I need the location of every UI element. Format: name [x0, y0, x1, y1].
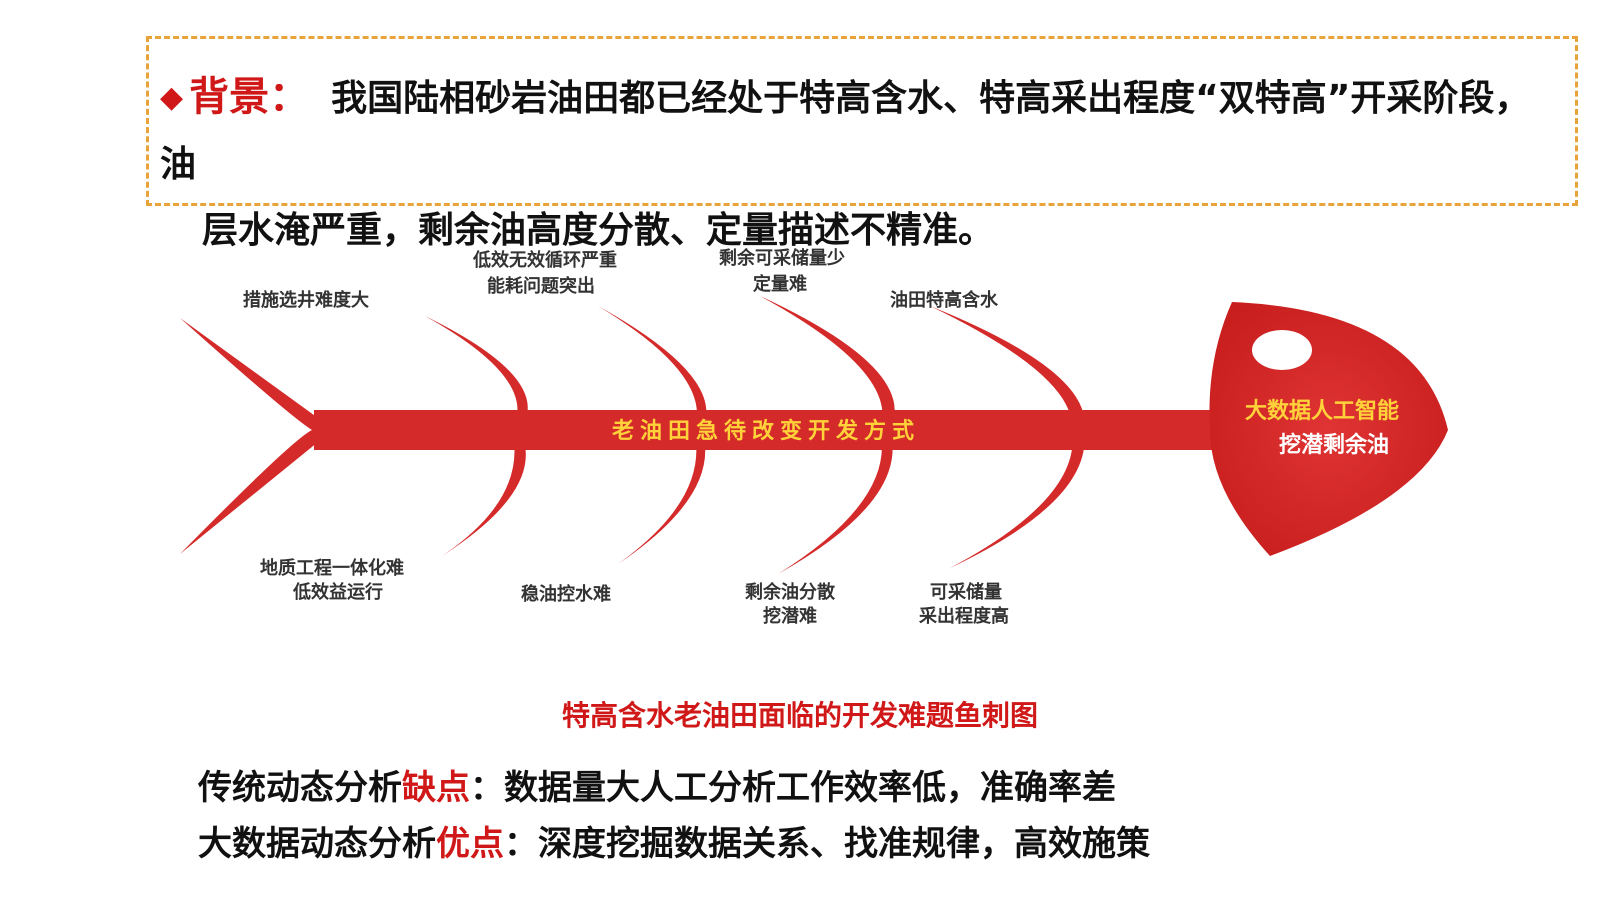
upper-cause-1: 措施选井难度大 [243, 289, 369, 311]
note-bigdata: 大数据动态分析优点：深度挖掘数据关系、找准规律，高效施策 [198, 816, 1150, 865]
upper-cause-2-line-2: 能耗问题突出 [487, 275, 595, 297]
fish-ribs [425, 296, 1085, 574]
note-1-highlight: 缺点 [402, 768, 470, 808]
fish-eye [1252, 330, 1312, 370]
upper-cause-4: 油田特高含水 [890, 289, 999, 311]
note-2-prefix: 大数据动态分析 [198, 824, 436, 864]
upper-cause-2-line-1: 低效无效循环严重 [472, 249, 617, 271]
background-line-1: ◆背景：我国陆相砂岩油田都已经处于特高含水、特高采出程度“双特高”开采阶段，油 [160, 64, 1560, 198]
head-label-line-1: 大数据人工智能 [1245, 398, 1399, 424]
background-box [146, 36, 1578, 206]
lower-cause-1-line-2: 低效益运行 [292, 581, 383, 603]
fish-spine [314, 410, 1214, 450]
fish-head [1209, 302, 1448, 556]
background-text-1: 我国陆相砂岩油田都已经处于特高含水、特高采出程度“双特高”开采阶段，油 [160, 78, 1531, 185]
head-label-line-2: 挖潜剩余油 [1279, 432, 1389, 458]
diagram-caption: 特高含水老油田面临的开发难题鱼刺图 [561, 699, 1038, 732]
rib-3 [760, 296, 895, 574]
rib-2 [598, 306, 707, 564]
spine-label: 老油田急待改变开发方式 [611, 418, 920, 444]
note-1-prefix: 传统动态分析 [198, 768, 402, 808]
note-1-suffix: ：数据量大人工分析工作效率低，准确率差 [470, 768, 1116, 808]
background-line-2: 层水淹严重，剩余油高度分散、定量描述不精准。 [160, 198, 1560, 264]
upper-cause-3-line-2: 定量难 [753, 273, 807, 295]
note-2-suffix: ：深度挖掘数据关系、找准规律，高效施策 [504, 824, 1150, 864]
lower-cause-1-line-1: 地质工程一体化难 [260, 557, 404, 579]
lower-cause-4-line-1: 可采储量 [930, 581, 1002, 603]
upper-cause-3-line-1: 剩余可采储量少 [719, 247, 845, 269]
diamond-bullet-icon: ◆ [160, 80, 184, 115]
rib-4 [930, 306, 1085, 568]
note-2-highlight: 优点 [436, 824, 504, 864]
fish-tail [180, 318, 318, 554]
background-label: 背景： [189, 74, 310, 120]
lower-cause-3-line-2: 挖潜难 [763, 605, 817, 627]
lower-cause-2: 稳油控水难 [521, 583, 611, 605]
lower-cause-4-line-2: 采出程度高 [918, 605, 1009, 627]
background-text: ◆背景：我国陆相砂岩油田都已经处于特高含水、特高采出程度“双特高”开采阶段，油 … [160, 64, 1560, 264]
background-text-2: 层水淹严重，剩余油高度分散、定量描述不精准。 [202, 210, 995, 251]
note-traditional: 传统动态分析缺点：数据量大人工分析工作效率低，准确率差 [198, 760, 1116, 809]
lower-cause-3-line-1: 剩余油分散 [745, 581, 836, 603]
